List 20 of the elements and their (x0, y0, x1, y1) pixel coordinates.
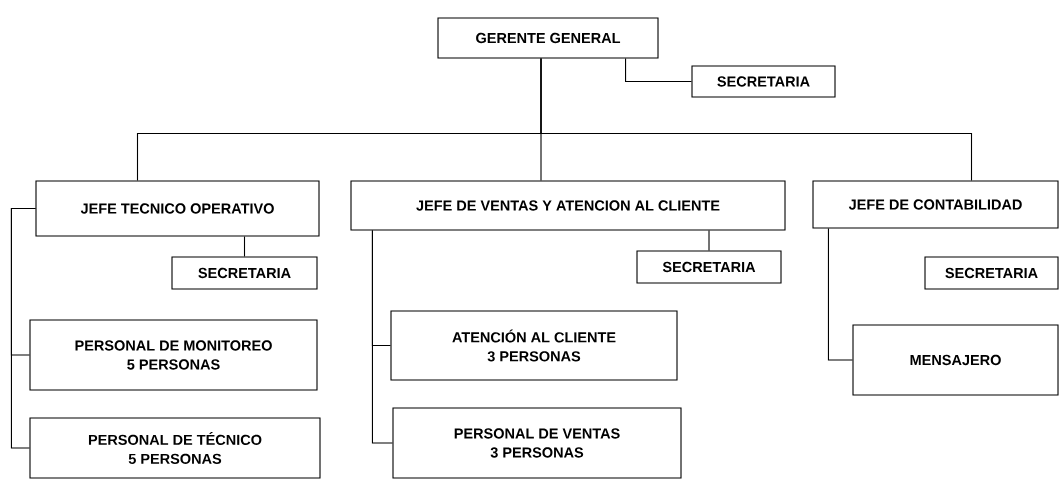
org-box: PERSONAL DE MONITOREO 5 PERSONAS (29, 319, 318, 391)
org-box: MENSAJERO (852, 324, 1059, 396)
org-box: SECRETARIA (691, 65, 836, 98)
org-box: SECRETARIA (636, 250, 782, 284)
connector-line (243, 236, 246, 257)
org-box: JEFE DE VENTAS Y ATENCION AL CLIENTE (350, 180, 786, 231)
connector-line (827, 228, 853, 361)
org-box: SECRETARIA (924, 256, 1059, 290)
org-box: PERSONAL DE TÉCNICO 5 PERSONAS (29, 417, 321, 479)
connector-line (625, 58, 692, 83)
org-box: ATENCIÓN AL CLIENTE 3 PERSONAS (390, 310, 678, 381)
org-box: JEFE TECNICO OPERATIVO (35, 180, 320, 237)
org-box: PERSONAL DE VENTAS 3 PERSONAS (392, 407, 682, 479)
connector-line (708, 230, 710, 251)
connector-line (371, 230, 393, 444)
org-box: SECRETARIA (171, 256, 318, 290)
connector-line (10, 207, 36, 449)
org-box: JEFE DE CONTABILIDAD (812, 180, 1059, 229)
org-box: GERENTE GENERAL (437, 17, 659, 59)
connector-line (540, 58, 973, 181)
